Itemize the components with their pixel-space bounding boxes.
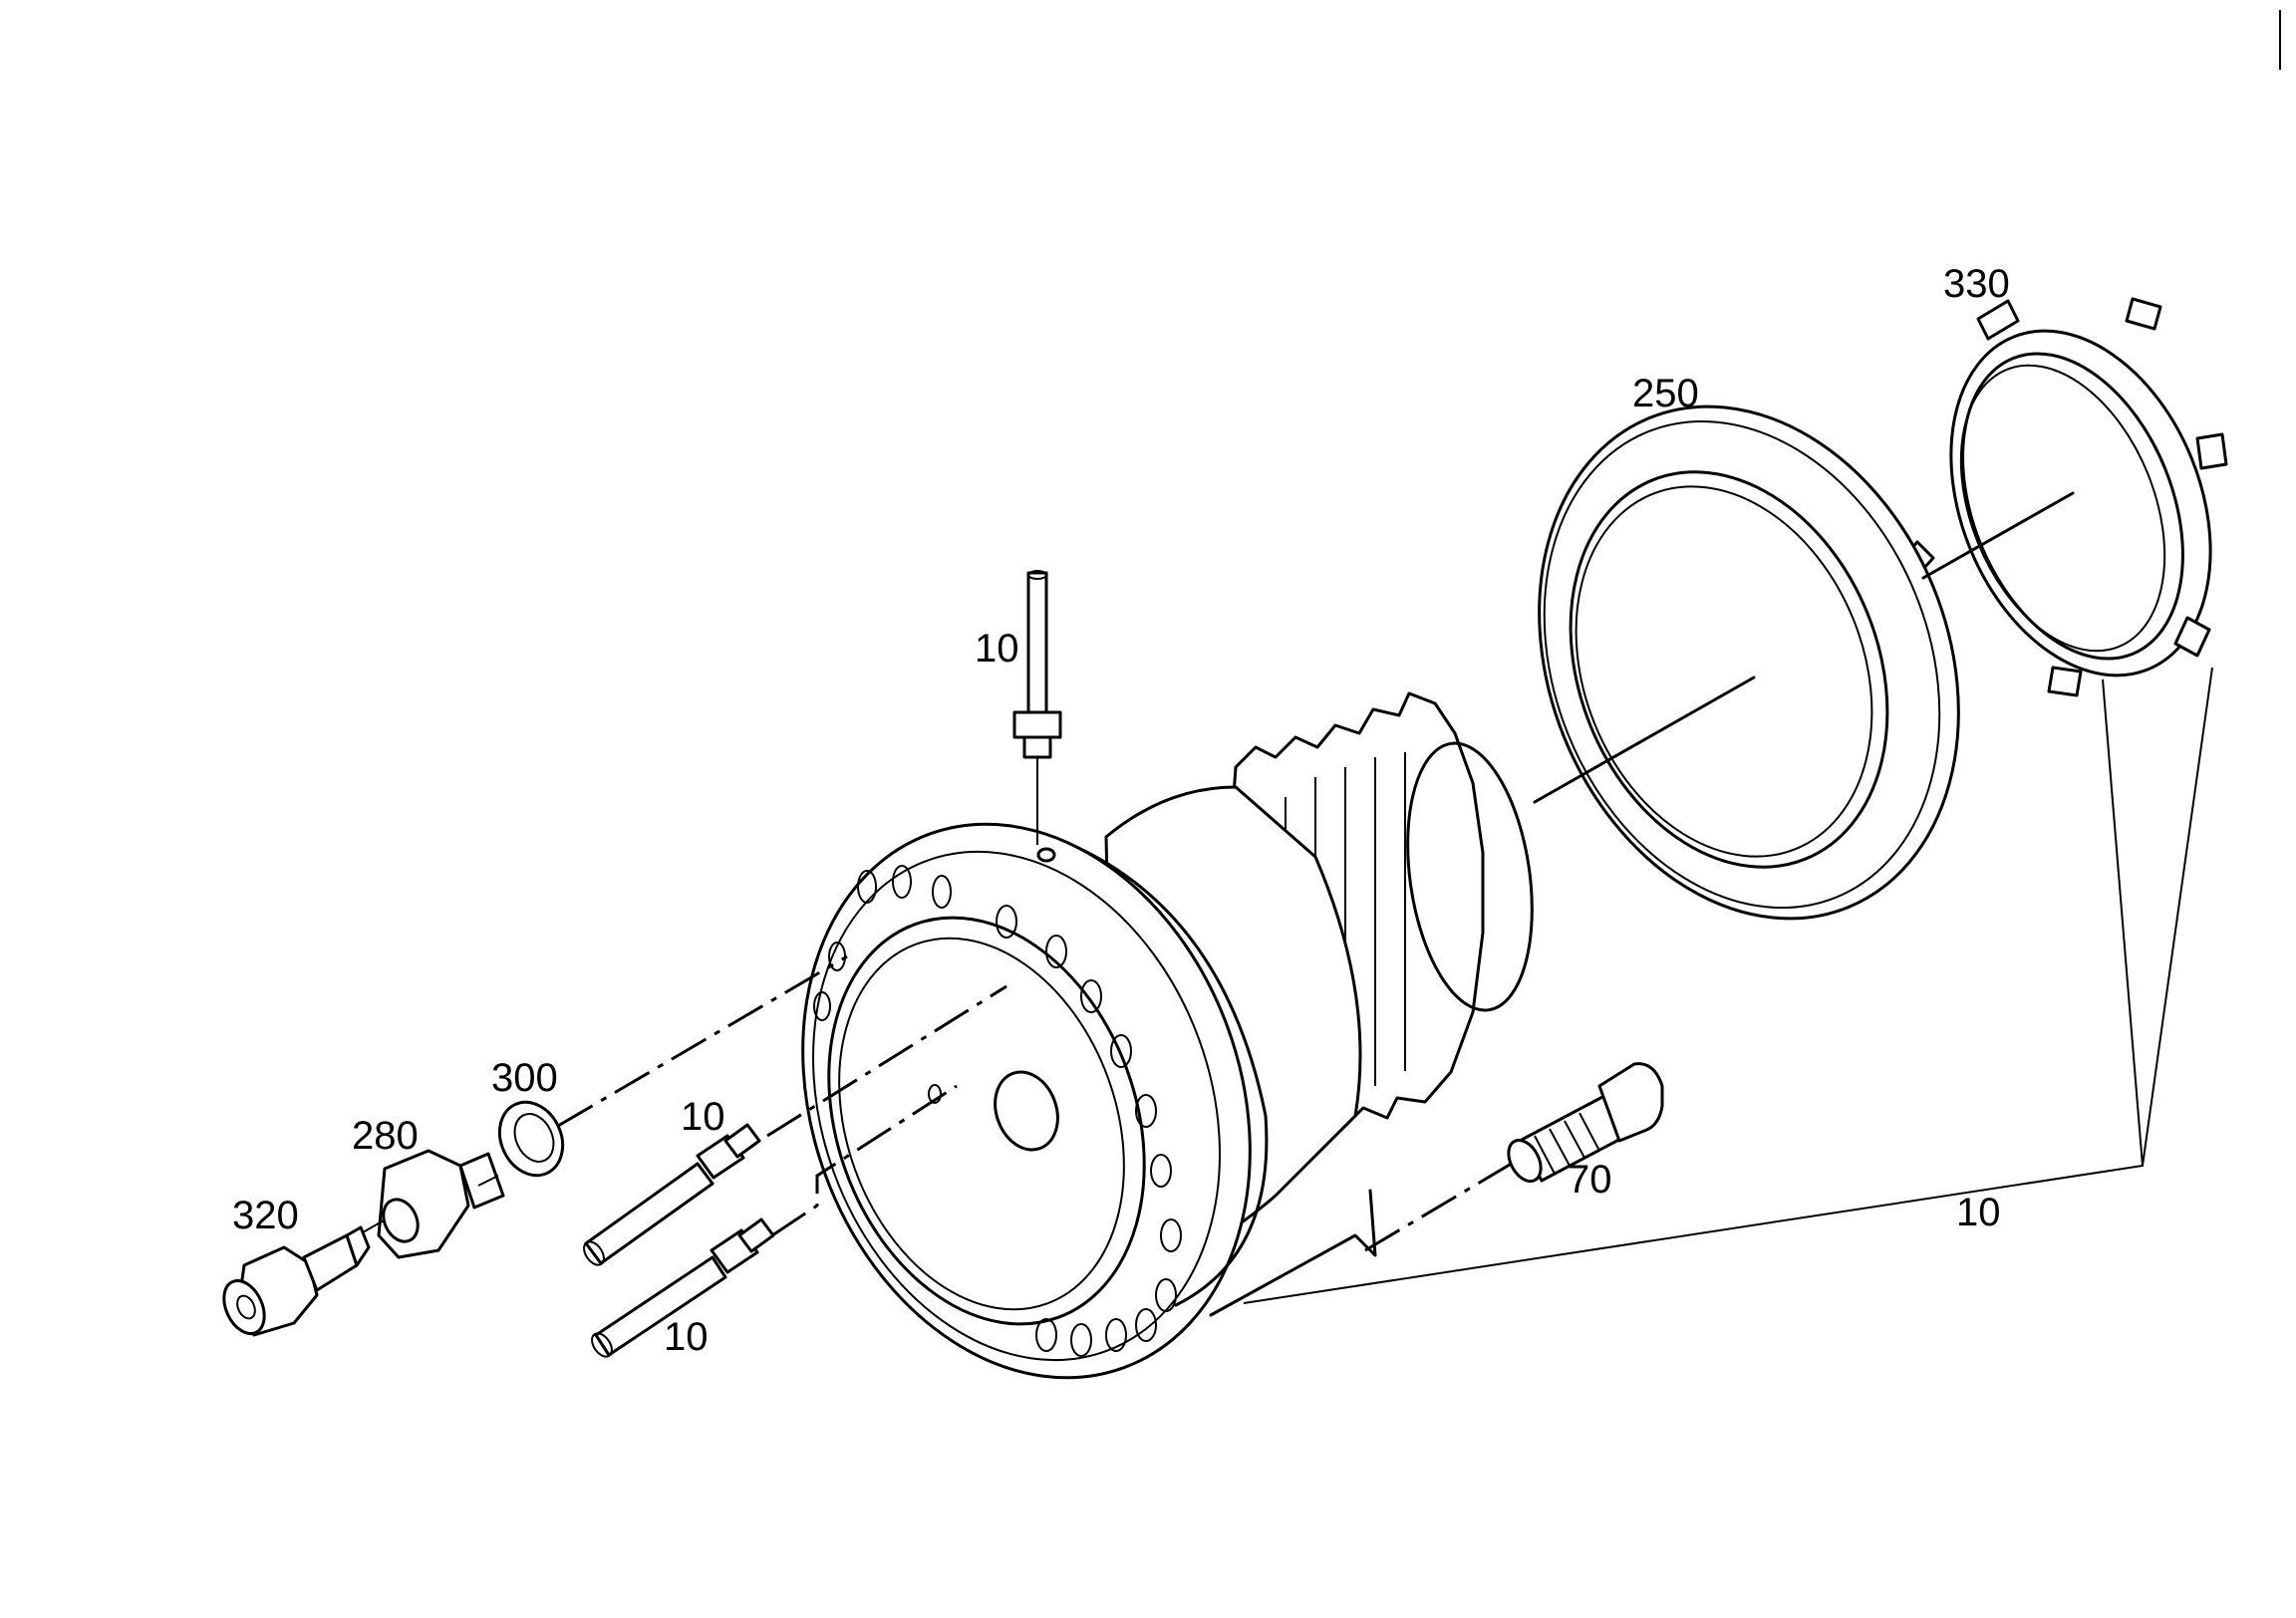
pin-mid-10[interactable]	[580, 1123, 761, 1268]
washer-300[interactable]	[488, 1092, 574, 1186]
seal-ring-250[interactable]	[1465, 343, 2032, 981]
label-washer: 300	[491, 1056, 558, 1100]
label-screw: 70	[1568, 1158, 1612, 1202]
union-280[interactable]	[348, 1149, 505, 1259]
screw-70[interactable]	[1502, 1062, 1664, 1187]
label-pin-low: 10	[664, 1315, 709, 1359]
label-ring-nut: 330	[1943, 262, 2010, 306]
ring-nut-330[interactable]	[1897, 292, 2259, 714]
pin-low-10[interactable]	[588, 1217, 775, 1360]
label-housing-assembly: 10	[1956, 1191, 2001, 1234]
housing-assembly[interactable]	[727, 691, 1548, 1441]
pin-top-10[interactable]	[1012, 570, 1062, 845]
valve-320[interactable]	[216, 1225, 371, 1340]
label-seal-ring: 250	[1632, 372, 1699, 415]
label-valve: 320	[232, 1194, 299, 1237]
label-pin-mid: 10	[681, 1095, 725, 1139]
label-pin-top: 10	[975, 627, 1019, 671]
label-union: 280	[352, 1114, 419, 1158]
